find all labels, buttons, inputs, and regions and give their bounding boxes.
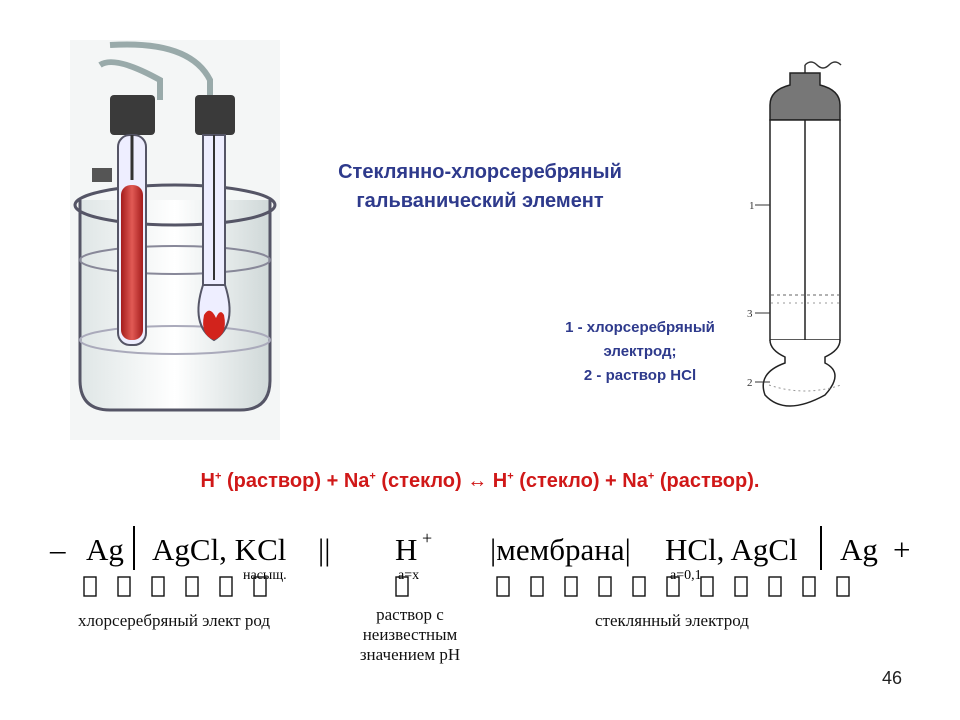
reaction-part: H (200, 470, 215, 492)
scheme-h-charge: + (422, 528, 433, 548)
solution-label-line: раствор с (376, 605, 444, 624)
scheme-minus: – (50, 532, 66, 567)
reaction-charge: + (507, 470, 514, 483)
solution-label-line: неизвестным (362, 625, 458, 644)
beaker-illustration (70, 40, 280, 440)
reaction-charge: + (369, 470, 376, 483)
scheme-ag-left: Ag (86, 532, 124, 567)
reaction-charge: + (214, 470, 222, 483)
title-line-2: гальванический элемент (356, 190, 604, 212)
scheme-membrane: |мембрана| (490, 532, 631, 567)
diagram-number-2: 2 (747, 377, 753, 389)
scheme-h: H (395, 532, 418, 567)
solution-label-line: значением pH (359, 645, 461, 664)
legend-line-3: 2 - раствор HCl (583, 367, 697, 384)
scheme-double-bar: || (318, 532, 331, 567)
scheme-hcl-agcl: HCl, AgCl (665, 532, 798, 567)
reaction-part: (стекло) + Na (513, 470, 648, 492)
scheme-ag-right: Ag (840, 532, 878, 567)
scheme-sub-a01: a=0,1 (670, 568, 702, 583)
reaction-part: (раствор) + Na (221, 470, 370, 492)
scheme-plus: + (893, 532, 911, 567)
reaction-equation: H+ (раствор) + Na+ (стекло) ↔ H+ (стекло… (0, 470, 960, 493)
diagram-legend: 1 - хлорсеребряный электрод; 2 - раствор… (520, 316, 760, 388)
scheme-phase-bar (133, 526, 135, 570)
left-electrode-label: хлорсеребряный элект род (78, 611, 271, 630)
title-line-1: Стеклянно-хлорсеребряный (338, 161, 622, 183)
scheme-agcl-kcl: AgCl, KCl (152, 532, 287, 567)
reaction-part: (раствор). (654, 470, 760, 492)
reaction-charge: + (647, 470, 655, 483)
legend-line-2: электрод; (603, 343, 677, 360)
missing-glyph-row-left (83, 576, 267, 597)
reaction-part: (стекло) ↔ H (375, 470, 508, 492)
scheme-sub-ax: a=x (398, 568, 420, 583)
scheme-phase-bar (820, 526, 822, 570)
missing-glyph-mid (395, 576, 409, 597)
page-number: 46 (881, 668, 902, 688)
missing-glyph-row-right (496, 576, 850, 597)
diagram-number-1: 1 (749, 200, 755, 212)
glass-electrode-diagram: 1 3 2 (747, 61, 842, 407)
slide-title: Стеклянно-хлорсеребряный гальванический … (250, 158, 710, 216)
glass-electrode-label: стеклянный электрод (595, 611, 749, 630)
legend-line-1: 1 - хлорсеребряный (565, 319, 715, 336)
solution-label: раствор с неизвестным значением pH (340, 605, 480, 665)
diagram-number-3: 3 (747, 308, 753, 320)
